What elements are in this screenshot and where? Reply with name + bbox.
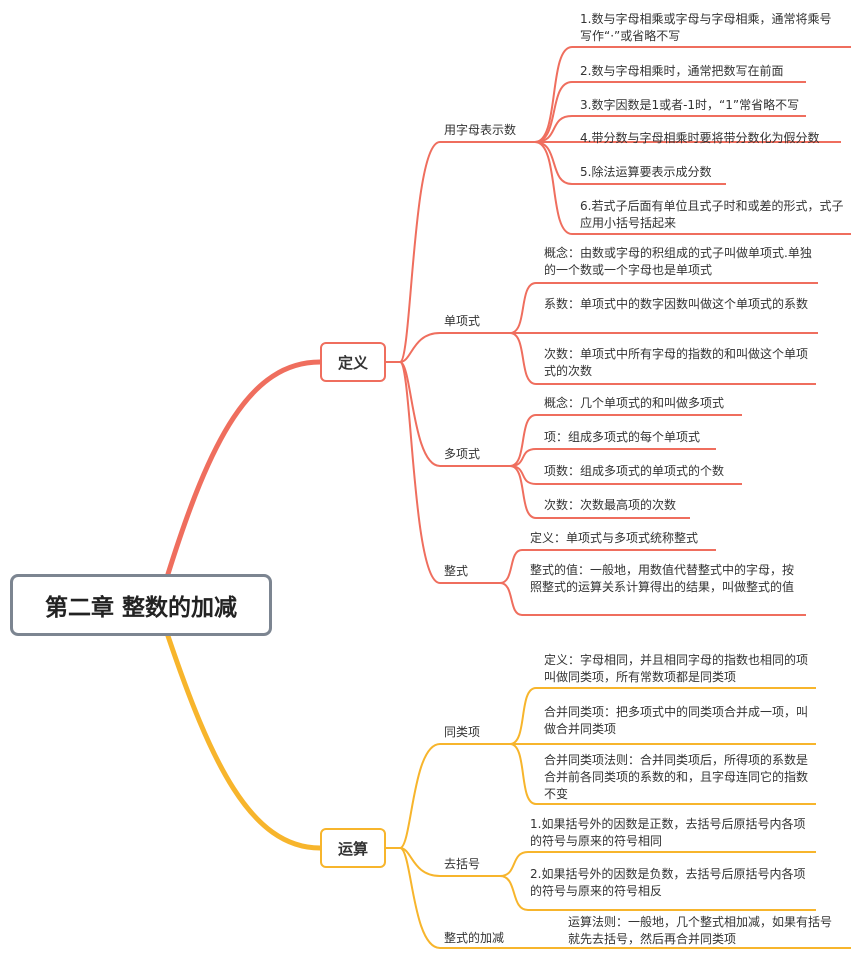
subtopic-remove-brackets[interactable]: 去括号 [444,857,481,871]
leaf-node[interactable]: 项数：组成多项式的单项式的个数 [544,464,725,478]
leaf-node[interactable]: 6.若式子后面有单位且式子时和或差的形式，式子应用小括号括起来 [580,199,844,230]
main-topic-operation[interactable]: 运算 [320,828,386,868]
leaf-node[interactable]: 系数：单项式中的数字因数叫做这个单项式的系数 [544,297,809,311]
leaf-node[interactable]: 合并同类项：把多项式中的同类项合并成一项，叫做合并同类项 [544,705,809,736]
like-terms-leaf-lines [509,687,816,805]
leaf-node[interactable]: 次数：次数最高项的次数 [544,498,677,512]
subtopic-monomial[interactable]: 单项式 [444,314,481,328]
leaf-node[interactable]: 1.如果括号外的因数是正数，去括号后原括号内各项的符号与原来的符号相同 [530,817,806,848]
monomial-leaf-lines [509,282,818,385]
main-topic-definition[interactable]: 定义 [320,342,386,382]
leaf-node[interactable]: 概念：由数或字母的积组成的式子叫做单项式.单独的一个数或一个字母也是单项式 [544,246,812,277]
connector-root-definition [165,359,323,577]
definition-branch-lines [386,141,535,584]
letter-number-leaf-lines [534,46,851,235]
leaf-node[interactable]: 5.除法运算要表示成分数 [580,165,712,179]
leaf-node[interactable]: 概念：几个单项式的和叫做多项式 [544,396,725,410]
subtopic-letter-represent-number[interactable]: 用字母表示数 [444,123,517,137]
leaf-node[interactable]: 3.数字因数是1或者-1时，“1”常省略不写 [580,98,800,112]
leaf-node[interactable]: 4.带分数与字母相乘时要将带分数化为假分数 [580,131,820,145]
leaf-node[interactable]: 1.数与字母相乘或字母与字母相乘，通常将乘号写作“·”或省略不写 [580,12,832,43]
leaf-node[interactable]: 整式的值：一般地，用数值代替整式中的字母，按照整式的运算关系计算得出的结果，叫做… [530,563,795,594]
leaf-node[interactable]: 2.数与字母相乘时，通常把数写在前面 [580,64,784,78]
leaf-node[interactable]: 运算法则：一般地，几个整式相加减，如果有括号就先去括号，然后再合并同类项 [568,915,833,946]
remove-brackets-leaf-lines [499,851,816,911]
leaf-node[interactable]: 定义：字母相同，并且相同字母的指数也相同的项叫做同类项，所有常数项都是同类项 [544,653,809,684]
operation-branch-lines [386,743,560,949]
polynomial-leaf-lines [509,414,742,519]
subtopic-polynomial[interactable]: 多项式 [444,447,481,461]
leaf-node[interactable]: 合并同类项法则：合并同类项后，所得项的系数是合并前各同类项的系数的和，且字母连同… [544,753,809,801]
subtopic-integral-expression[interactable]: 整式 [444,564,469,578]
subtopic-add-subtract[interactable]: 整式的加减 [444,931,505,945]
leaf-node[interactable]: 定义：单项式与多项式统称整式 [530,531,699,545]
root-topic[interactable]: 第二章 整数的加减 [10,574,272,636]
subtopic-like-terms[interactable]: 同类项 [444,725,481,739]
leaf-node[interactable]: 次数：单项式中所有字母的指数的和叫做这个单项式的次数 [544,347,809,378]
leaf-node[interactable]: 2.如果括号外的因数是负数，去括号后原括号内各项的符号与原来的符号相反 [530,867,806,898]
integral-expression-leaf-lines [499,549,806,616]
leaf-node[interactable]: 项：组成多项式的每个单项式 [544,430,701,444]
connector-root-operation [165,633,323,851]
